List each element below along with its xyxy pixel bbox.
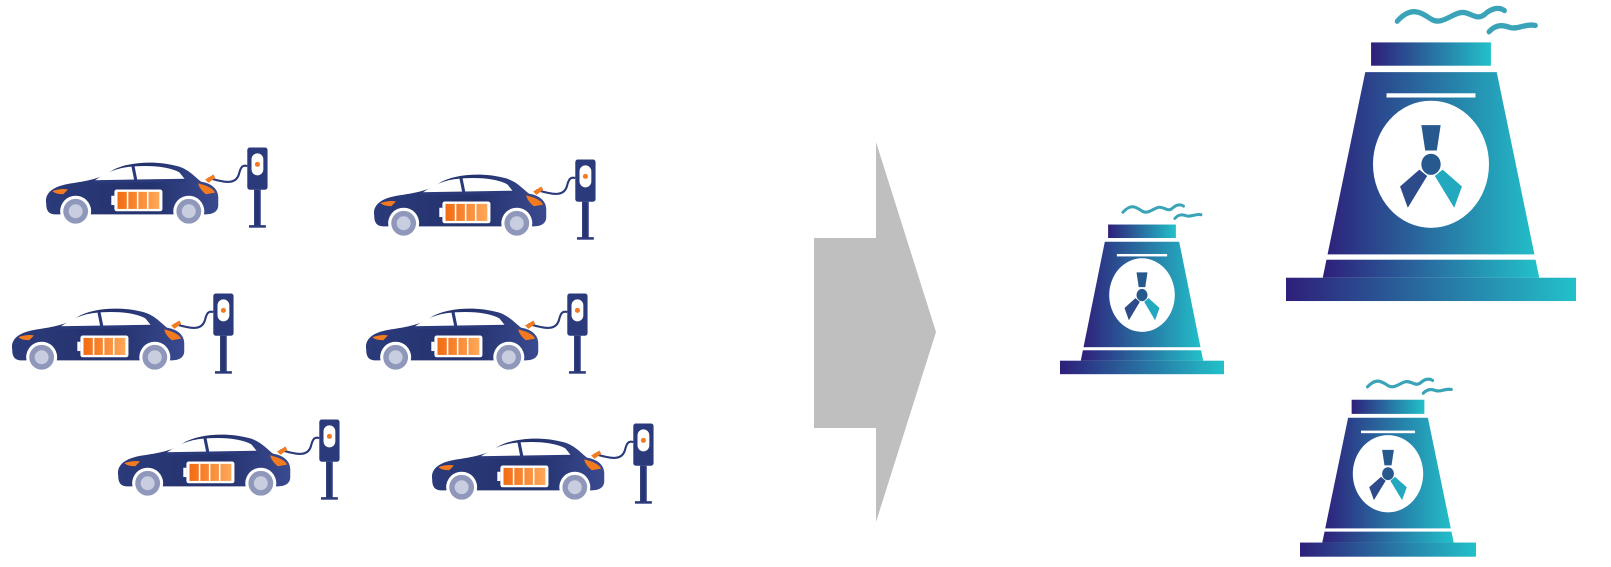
ev-charging-icon xyxy=(6,286,242,382)
ev-charging-icon xyxy=(426,416,662,512)
ev-charging-icon xyxy=(40,140,276,236)
nuclear-plant-icon xyxy=(1286,0,1576,318)
arrow-right-icon xyxy=(810,140,940,525)
ev-charging-icon xyxy=(360,286,596,382)
nuclear-plant-icon xyxy=(1060,200,1224,384)
ev-charging-icon xyxy=(368,152,604,248)
ev-charging-icon xyxy=(112,412,348,508)
nuclear-plant-icon xyxy=(1300,374,1476,567)
